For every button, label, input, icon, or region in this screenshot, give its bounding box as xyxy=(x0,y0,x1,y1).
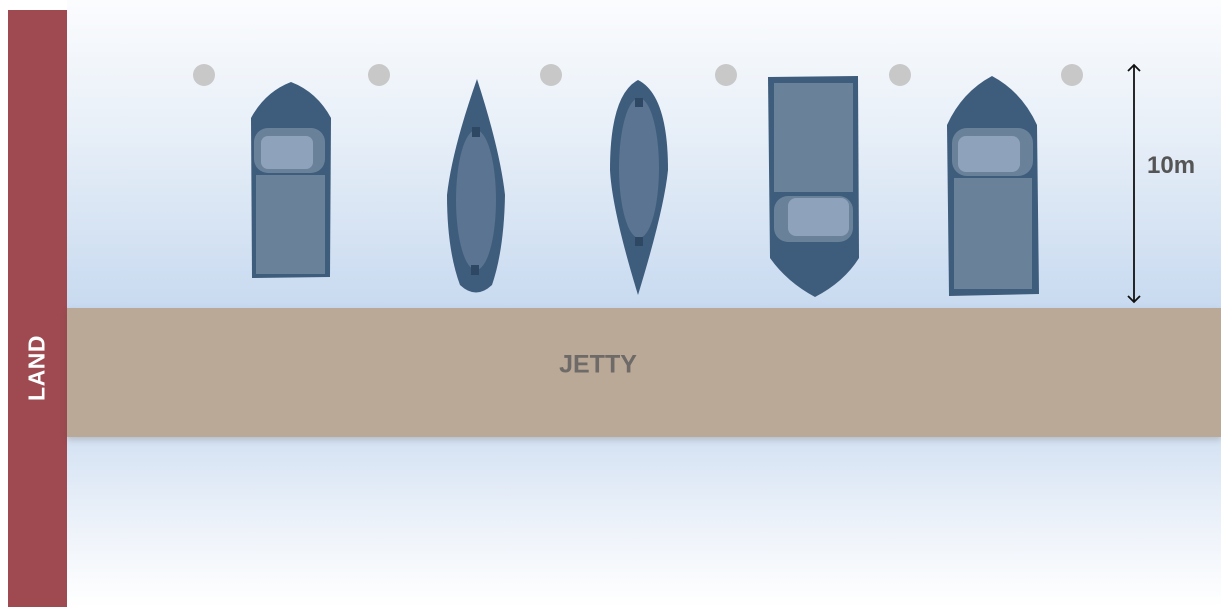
motorboat-2 xyxy=(768,76,859,297)
motorboat-3 xyxy=(947,76,1039,296)
mooring-post xyxy=(889,64,911,86)
mooring-post xyxy=(540,64,562,86)
dimension-label: 10m xyxy=(1147,152,1195,180)
kayak xyxy=(447,79,505,293)
mooring-post xyxy=(368,64,390,86)
motorboat-1 xyxy=(251,82,331,278)
mooring-post xyxy=(193,64,215,86)
canoe xyxy=(610,80,668,295)
mooring-post xyxy=(1061,64,1083,86)
mooring-post xyxy=(715,64,737,86)
